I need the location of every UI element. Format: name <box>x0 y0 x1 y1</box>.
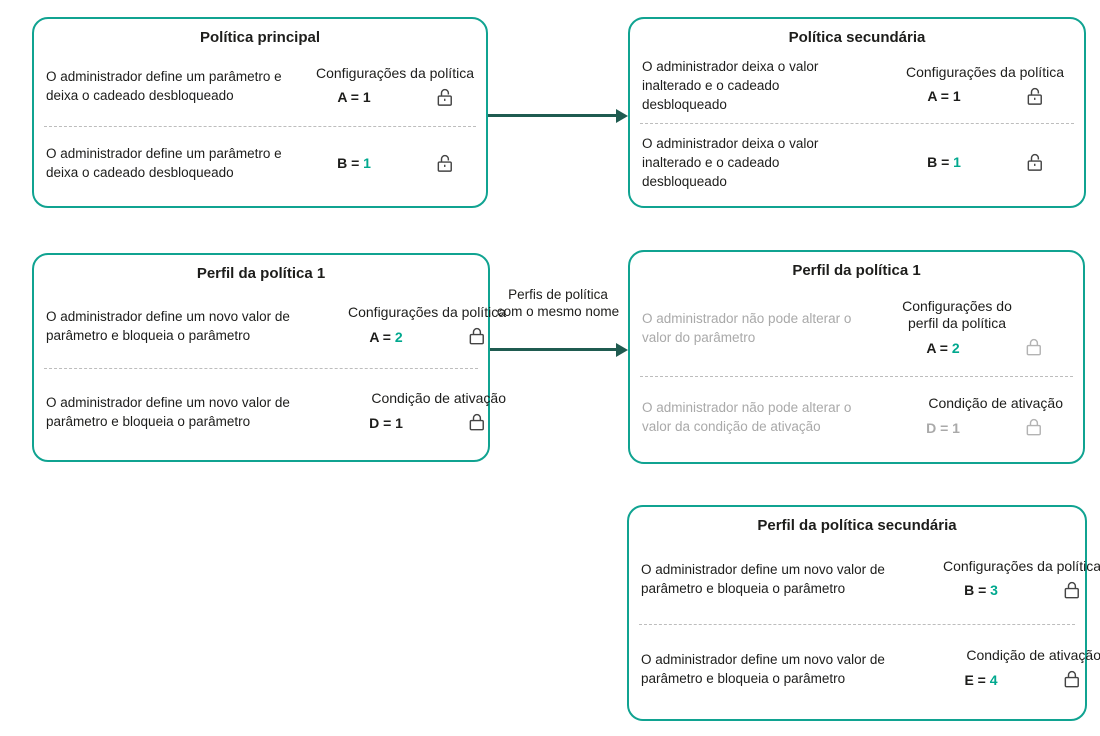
row-description: O administrador não pode alterar o valor… <box>642 399 852 434</box>
policy-setting-row: O administrador define um parâmetro e de… <box>42 144 478 182</box>
secondary-policy-profile-box: Perfil da política secundária O administ… <box>627 505 1100 721</box>
activation-condition-row: O administrador define um novo valor de … <box>637 647 1100 690</box>
unlocked-padlock-icon <box>1027 153 1042 171</box>
section-header: Condição de ativação <box>928 395 1063 411</box>
row-description: O administrador define um parâmetro e de… <box>46 146 282 181</box>
locked-padlock-icon <box>1026 338 1041 356</box>
parameter-value: B = 1 <box>337 155 371 172</box>
activation-condition-row: O administrador define um novo valor de … <box>42 390 506 433</box>
row-description: O administrador deixa o valor inalterado… <box>642 135 819 189</box>
parameter-value: A = 1 <box>927 88 961 104</box>
activation-condition-row: O administrador não pode alterar o valor… <box>638 395 1075 438</box>
parameter-value: A = 2 <box>369 328 403 345</box>
row-divider <box>639 623 1075 625</box>
locked-padlock-icon <box>1026 418 1041 436</box>
arrow-label: Perfis de política com o mesmo nome <box>496 287 620 319</box>
unlocked-padlock-icon <box>1027 87 1042 105</box>
row-description: O administrador deixa o valor inalterado… <box>642 58 819 112</box>
section-header: Configurações do perfil da política <box>902 298 1012 331</box>
arrow-head-icon <box>616 343 628 357</box>
row-description: O administrador define um novo valor de … <box>641 651 885 686</box>
policy-setting-row: O administrador define um parâmetro e de… <box>42 65 478 108</box>
policy-setting-row: O administrador não pode alterar o valor… <box>638 298 1075 358</box>
policy-setting-row: O administrador define um novo valor de … <box>637 558 1100 601</box>
main-policy-box: Política principal O administrador defin… <box>32 17 488 208</box>
parameter-value: D = 1 <box>926 419 960 436</box>
row-description: O administrador define um parâmetro e de… <box>46 69 282 104</box>
row-description: O administrador define um novo valor de … <box>641 562 885 597</box>
unlocked-padlock-icon <box>437 88 452 106</box>
section-header: Configurações da política <box>906 63 1064 80</box>
inherited-policy-profile-1-box: Perfil da política 1 O administrador não… <box>628 250 1085 464</box>
section-header: Condição de ativação <box>966 647 1100 664</box>
parameter-value: E = 4 <box>964 671 998 688</box>
parameter-value: D = 1 <box>369 414 403 431</box>
inheritance-arrow <box>488 114 617 117</box>
box-title: Política secundária <box>788 29 926 46</box>
box-title: Perfil da política 1 <box>792 262 921 279</box>
row-divider <box>44 125 476 127</box>
arrow-head-icon <box>616 109 628 123</box>
secondary-policy-box: Política secundária O administrador deix… <box>628 17 1086 208</box>
box-title: Política principal <box>199 29 321 46</box>
box-title: Perfil da política 1 <box>196 265 326 282</box>
parameter-value: B = 1 <box>927 154 961 170</box>
section-header: Configurações da política <box>943 557 1100 574</box>
section-header: Configurações da política <box>316 64 474 81</box>
policy-setting-row: O administrador deixa o valor inalterado… <box>638 134 1076 191</box>
section-header: Configurações da política <box>348 304 506 320</box>
row-divider <box>640 376 1073 377</box>
section-header: Condição de ativação <box>371 390 506 406</box>
parameter-value: A = 2 <box>926 339 960 356</box>
parameter-value: B = 3 <box>964 582 998 599</box>
row-description: O administrador define um novo valor de … <box>46 308 290 343</box>
locked-padlock-icon <box>469 327 484 345</box>
locked-padlock-icon <box>1064 671 1079 688</box>
policy-profile-1-box: Perfil da política 1 O administrador def… <box>32 253 506 462</box>
row-divider <box>44 368 478 369</box>
row-description: O administrador não pode alterar o valor… <box>642 311 852 345</box>
locked-padlock-icon <box>469 413 484 431</box>
box-title: Perfil da política secundária <box>757 517 957 534</box>
unlocked-padlock-icon <box>437 154 452 172</box>
policy-setting-row: O administrador deixa o valor inalterado… <box>638 57 1076 114</box>
inheritance-arrow <box>490 348 617 351</box>
row-divider <box>640 123 1074 124</box>
parameter-value: A = 1 <box>337 89 371 106</box>
locked-padlock-icon <box>1064 581 1079 599</box>
row-description: O administrador define um novo valor de … <box>46 394 290 429</box>
policy-setting-row: O administrador define um novo valor de … <box>42 304 506 347</box>
